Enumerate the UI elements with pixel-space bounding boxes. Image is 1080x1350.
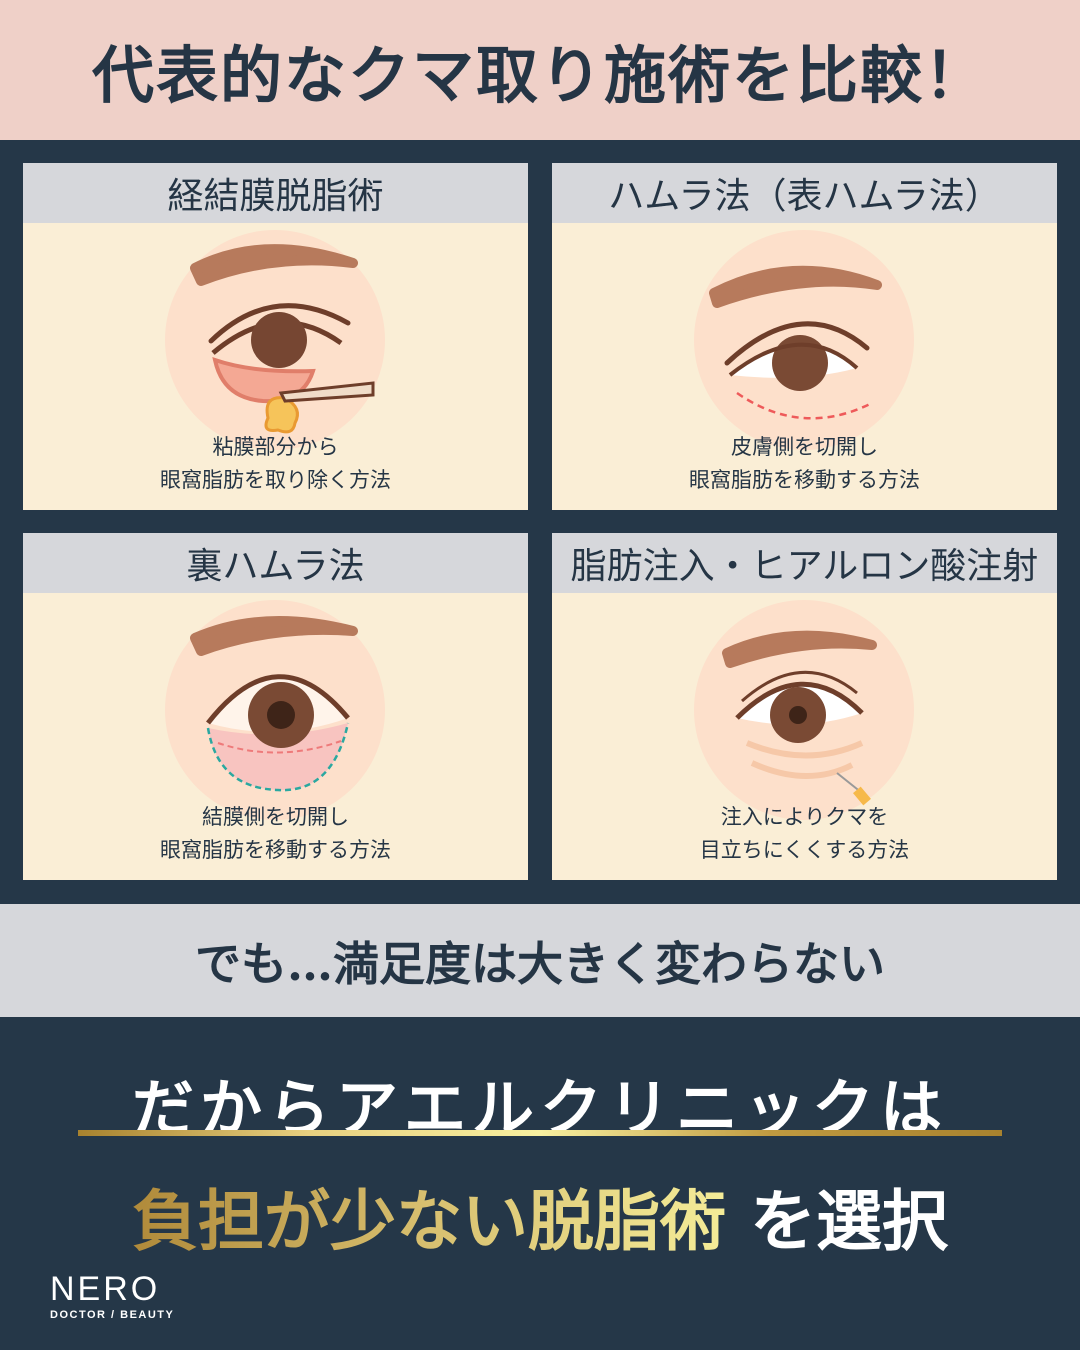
caption-line: 眼窩脂肪を取り除く方法	[160, 468, 391, 492]
card-injection: 脂肪注入・ヒアルロン酸注射 注入によりクマを 目立ちにくくする方法	[552, 533, 1057, 880]
card-title: 裏ハムラ法	[23, 533, 528, 593]
conclusion-highlight: 負担が少ない脱脂術	[132, 1182, 726, 1260]
caption-line: 結膜側を切開し	[202, 805, 349, 829]
card-transconjunctival: 経結膜脱脂術 粘膜部分から 眼窩脂肪を取り除く方法	[23, 163, 528, 510]
nero-logo: NERO DOCTOR / BEAUTY	[50, 1270, 174, 1321]
card-reverse-hamura: 裏ハムラ法 結膜側を切開し 眼窩脂肪を移動する方法	[23, 533, 528, 880]
caption-line: 粘膜部分から	[212, 435, 339, 459]
eye-conjunctival-incision-illustration	[165, 600, 385, 820]
caption-line: 眼窩脂肪を移動する方法	[689, 468, 920, 492]
card-hamura: ハムラ法（表ハムラ法） 皮膚側を切開し 眼窩脂肪を移動する方法	[552, 163, 1057, 510]
caption-line: 目立ちにくくする方法	[699, 838, 910, 862]
eye-skin-incision-illustration	[694, 230, 914, 450]
eye-injection-illustration	[694, 600, 914, 820]
gold-divider	[78, 1130, 1002, 1136]
conclusion-line2: 負担が少ない脱脂術を選択	[0, 1168, 1080, 1264]
logo-main: NERO	[50, 1270, 161, 1308]
caption-line: 皮膚側を切開し	[731, 435, 878, 459]
card-title: 経結膜脱脂術	[23, 163, 528, 223]
conclusion-suffix: を選択	[750, 1183, 948, 1260]
card-title: ハムラ法（表ハムラ法）	[552, 163, 1057, 223]
eye-fat-removal-illustration	[165, 230, 385, 450]
caption-line: 眼窩脂肪を移動する方法	[160, 838, 391, 862]
satisfaction-banner: でも…満足度は大きく変わらない	[0, 904, 1080, 1017]
logo-sub: DOCTOR / BEAUTY	[50, 1309, 175, 1321]
page-title: 代表的なクマ取り施術を比較！	[91, 39, 988, 112]
card-title: 脂肪注入・ヒアルロン酸注射	[552, 533, 1057, 593]
caption-line: 注入によりクマを	[720, 805, 889, 829]
header: 代表的なクマ取り施術を比較！	[0, 0, 1080, 140]
